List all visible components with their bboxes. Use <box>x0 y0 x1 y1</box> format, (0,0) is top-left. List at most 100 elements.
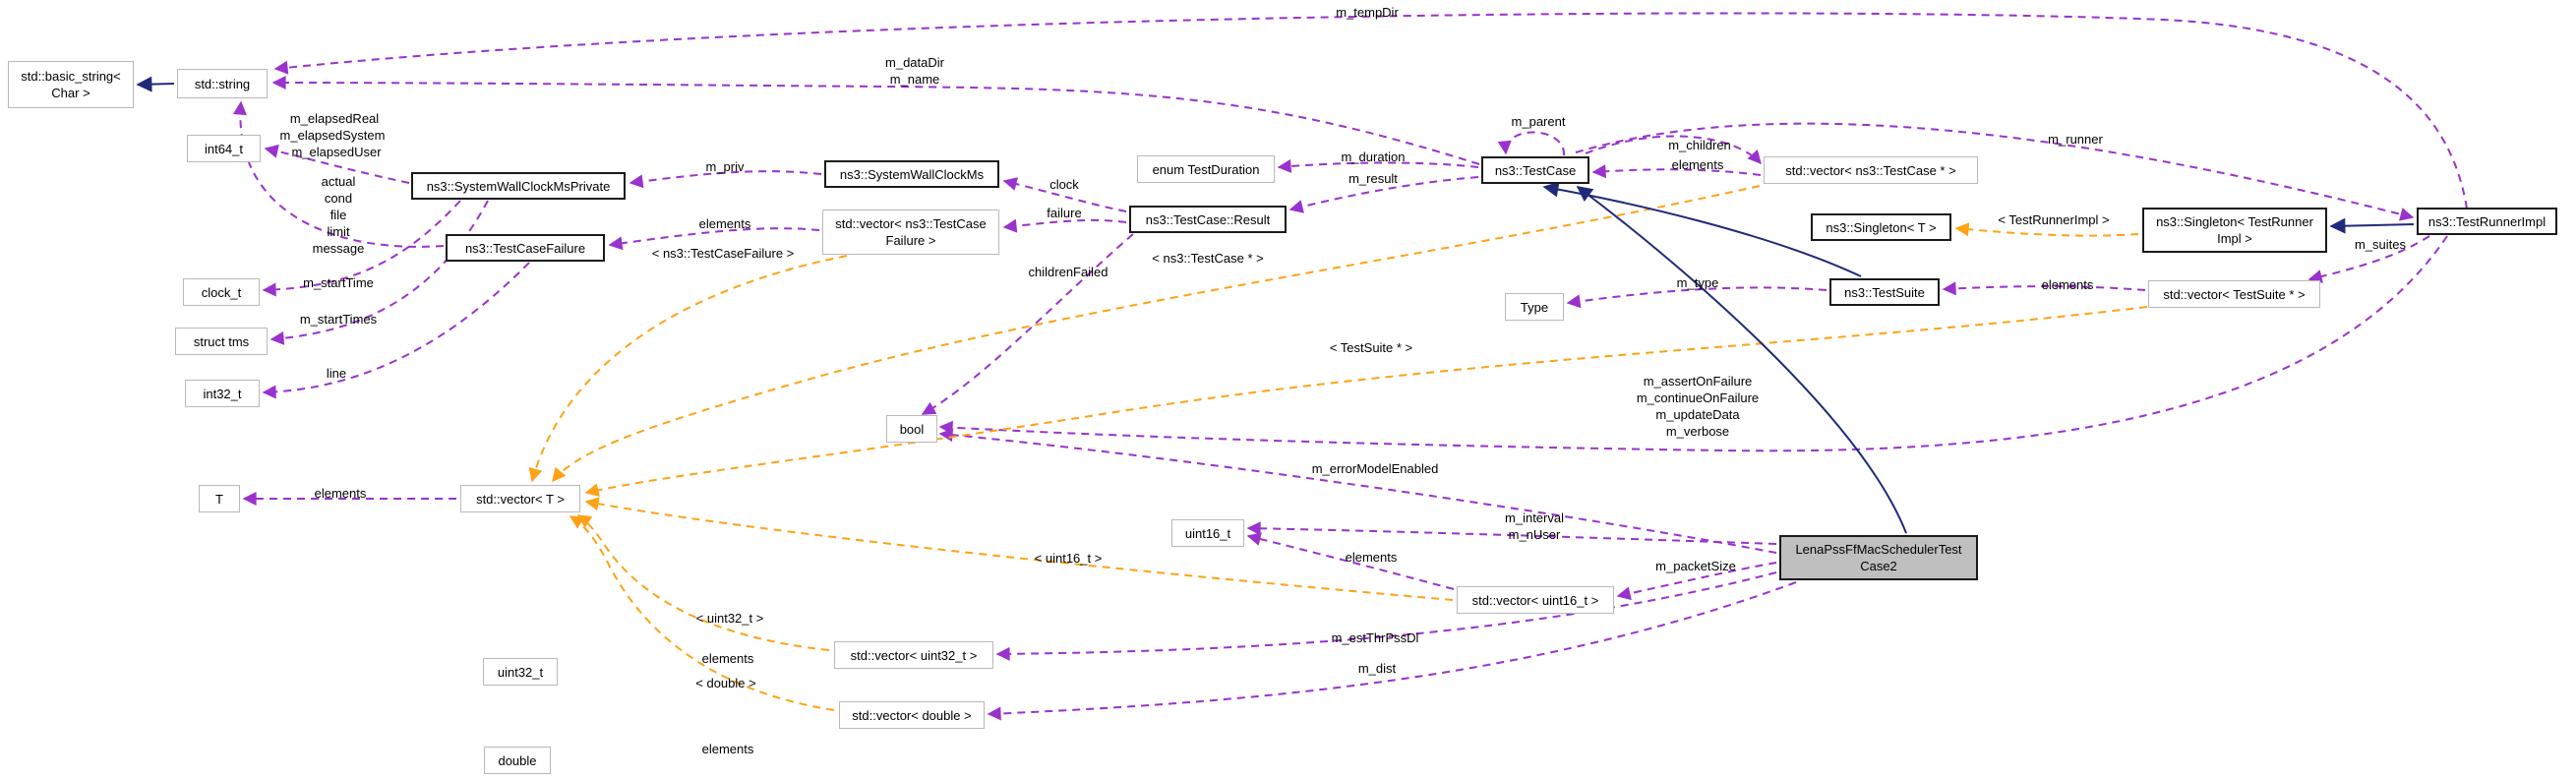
node-vector-uint32-t: std::vector< uint32_t > <box>834 641 993 669</box>
edge-tpl-testcasefailure <box>528 255 848 483</box>
node-label-line: uint32_t <box>497 664 544 680</box>
node-uint32-t: uint32_t <box>483 658 558 686</box>
edge-label: cond <box>324 191 353 206</box>
node-struct-tms: struct tms <box>175 328 268 355</box>
edge-label: limit <box>327 224 350 239</box>
edge-label: m_name <box>889 72 940 87</box>
edge-inh-testrunnerimpl <box>2329 217 2415 234</box>
edge-label: elements <box>2041 277 2094 292</box>
node-label-line: int32_t <box>203 386 242 401</box>
node-label-line: Char > <box>51 86 90 100</box>
edge-label: m_tempDir <box>1336 5 1399 20</box>
edge-label: < uint16_t > <box>1034 551 1103 566</box>
node-label-line: Case2 <box>1860 559 1897 573</box>
node-t: T <box>199 485 240 512</box>
edge-label: m_assertOnFailure <box>1643 374 1753 389</box>
edge-label: actual <box>321 174 356 189</box>
edge-label: < double > <box>695 676 756 690</box>
edge-line <box>262 262 530 399</box>
node-int32-t: int32_t <box>185 380 260 407</box>
edge-label: m_result <box>1348 171 1398 186</box>
edge-label: elements <box>701 742 754 756</box>
node-testsuite[interactable]: ns3::TestSuite <box>1829 278 1940 306</box>
edge-label: m_startTime <box>303 275 374 290</box>
edge-tpl-testcase-ptr <box>552 185 1761 483</box>
edge-m-children <box>1585 135 1762 165</box>
edge-label: m_elapsedReal <box>289 111 380 126</box>
edge-label: < TestRunnerImpl > <box>1998 212 2110 227</box>
node-label-line: ns3::SystemWallClockMs <box>839 166 985 182</box>
node-label-line: struct tms <box>193 333 250 349</box>
edge-m-estThrPssDl <box>995 571 1777 661</box>
edge-label: m_continueOnFailure <box>1636 390 1760 405</box>
edge-m-assert-flags <box>938 235 2448 452</box>
node-label-line: enum TestDuration <box>1152 161 1260 177</box>
edge-label: m_estThrPssDl <box>1331 630 1419 645</box>
edge-label: m_parent <box>1511 114 1566 129</box>
edge-m-duration <box>1277 158 1479 173</box>
edge-label: m_packetSize <box>1655 559 1736 573</box>
node-label-line: T <box>215 491 223 507</box>
node-label-line: std::vector< ns3::TestCase * > <box>1785 162 1956 178</box>
edge-label: m_verbose <box>1665 424 1730 439</box>
edge-label: message <box>312 241 365 256</box>
edge-elements-tcf <box>608 227 820 251</box>
edge-m-suites <box>2307 235 2430 283</box>
edge-m-startTime <box>262 200 461 297</box>
node-system-wall-clock-ms-private[interactable]: ns3::SystemWallClockMsPrivate <box>411 172 626 200</box>
edge-tpl-testsuite-ptr <box>584 306 2148 498</box>
edge-label: < TestSuite * > <box>1329 340 1413 355</box>
node-label-line: Failure > <box>885 233 936 248</box>
node-label-line: Impl > <box>2217 231 2252 246</box>
edge-label: elements <box>314 486 367 501</box>
edge-label: file <box>329 208 347 222</box>
node-type: Type <box>1505 293 1564 321</box>
node-enum-testduration: enum TestDuration <box>1137 155 1275 183</box>
node-testcase-result[interactable]: ns3::TestCase::Result <box>1129 206 1287 233</box>
edge-label: < uint32_t > <box>695 611 764 626</box>
edge-label: childrenFailed <box>1028 265 1108 279</box>
node-label-line: Type <box>1520 299 1549 315</box>
node-vector-testsuite-ptr: std::vector< TestSuite * > <box>2148 280 2320 308</box>
node-basic-string: std::basic_string<Char > <box>8 61 134 108</box>
edge-m-parent <box>1497 131 1566 156</box>
node-singleton-t[interactable]: ns3::Singleton< T > <box>1811 213 1951 241</box>
node-label-line: double <box>498 752 537 768</box>
edge-label: < ns3::TestCaseFailure > <box>651 246 795 261</box>
edge-elements-u16 <box>1246 532 1455 590</box>
edge-label: m_nUser <box>1508 527 1561 542</box>
edge-m-elapsed <box>264 144 410 184</box>
node-system-wall-clock-ms[interactable]: ns3::SystemWallClockMs <box>824 160 999 188</box>
node-label-line: std::vector< ns3::TestCase <box>835 216 987 231</box>
node-label-line: std::string <box>194 76 251 91</box>
edge-label: m_elapsedSystem <box>279 128 386 143</box>
edge-label: m_suites <box>2354 237 2407 252</box>
node-label-line: bool <box>899 421 925 437</box>
node-vector-testcase-ptr: std::vector< ns3::TestCase * > <box>1764 156 1978 184</box>
edges <box>136 12 2468 721</box>
node-testrunnerimpl[interactable]: ns3::TestRunnerImpl <box>2417 208 2557 235</box>
node-testcase[interactable]: ns3::TestCase <box>1481 156 1589 184</box>
node-label-line: ns3::Singleton< T > <box>1826 219 1937 235</box>
node-label-line: clock_t <box>201 284 242 300</box>
edge-m-dist <box>987 581 1797 721</box>
edge-m-priv <box>629 170 822 189</box>
node-label-line: uint16_t <box>1184 525 1231 541</box>
edge-label: m_duration <box>1341 150 1406 164</box>
edge-elements-tc <box>1591 164 1762 179</box>
node-vector-t: std::vector< T > <box>460 485 580 512</box>
node-label-line: ns3::TestSuite <box>1844 284 1925 300</box>
edge-label: < ns3::TestCase * > <box>1152 251 1264 266</box>
edge-label: elements <box>1671 157 1724 172</box>
node-label-line: ns3::SystemWallClockMsPrivate <box>426 178 611 194</box>
edge-childrenFailed <box>921 233 1134 415</box>
node-label-line: int64_t <box>204 141 244 156</box>
edge-label: m_type <box>1676 275 1719 290</box>
node-testcasefailure[interactable]: ns3::TestCaseFailure <box>446 234 605 262</box>
edge-m-runner <box>1575 122 2415 221</box>
edge-m-packetSize <box>1616 562 1777 601</box>
edge-label: elements <box>698 216 751 231</box>
